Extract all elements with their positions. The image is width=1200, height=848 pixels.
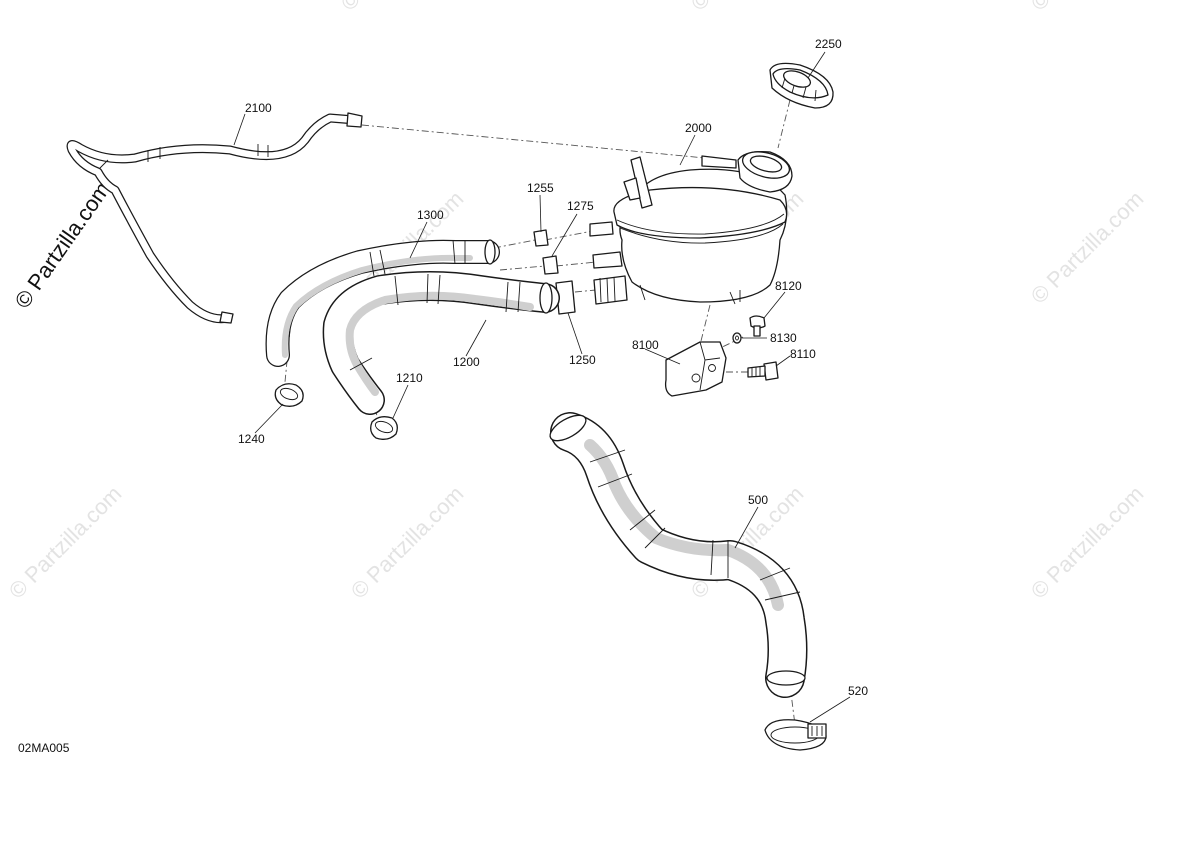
figure-id: 02MA005 [18, 741, 70, 755]
screw-8120[interactable] [749, 315, 766, 337]
callout-2250[interactable]: 2250 [815, 37, 842, 51]
watermark-tile: © Partzilla.com [1026, 481, 1149, 604]
callout-2100[interactable]: 2100 [245, 101, 272, 115]
clamp-520[interactable] [764, 719, 827, 751]
watermark-tile: © Partzilla.com [346, 481, 469, 604]
callout-1210[interactable]: 1210 [396, 371, 423, 385]
callout-8100[interactable]: 8100 [632, 338, 659, 352]
watermark-tile: © Partzilla.com [1026, 0, 1149, 16]
callout-1275[interactable]: 1275 [567, 199, 594, 213]
hose-1200[interactable] [322, 271, 560, 415]
hose-500[interactable] [546, 410, 808, 698]
callout-1200[interactable]: 1200 [453, 355, 480, 369]
callout-1250[interactable]: 1250 [569, 353, 596, 367]
vent-tube-2100[interactable] [66, 112, 363, 324]
clamp-1210[interactable] [370, 416, 398, 440]
clamp-1255[interactable] [533, 229, 549, 247]
coolant-reservoir-2000[interactable] [589, 147, 793, 305]
bolt-8110[interactable] [747, 361, 779, 381]
leader-lines [233, 51, 851, 723]
hose-1300[interactable] [265, 239, 500, 367]
watermark-tile: © Partzilla.com [336, 0, 459, 16]
watermark-tiles: © Partzilla.com © Partzilla.com © Partzi… [4, 0, 1149, 604]
washer-8130[interactable] [732, 332, 742, 344]
callout-520[interactable]: 520 [848, 684, 868, 698]
callout-1240[interactable]: 1240 [238, 432, 265, 446]
callout-labels: 2250 2100 2000 1255 1275 1300 8120 8130 … [238, 37, 868, 698]
callout-500[interactable]: 500 [748, 493, 768, 507]
watermark-tile: © Partzilla.com [686, 0, 809, 16]
callout-1300[interactable]: 1300 [417, 208, 444, 222]
watermark-tile: © Partzilla.com [4, 481, 127, 604]
callout-2000[interactable]: 2000 [685, 121, 712, 135]
callout-8120[interactable]: 8120 [775, 279, 802, 293]
callout-8110[interactable]: 8110 [790, 347, 816, 361]
callout-8130[interactable]: 8130 [770, 331, 797, 345]
callout-1255[interactable]: 1255 [527, 181, 554, 195]
reservoir-cap-2250[interactable] [769, 62, 834, 109]
clamp-1240[interactable] [274, 383, 304, 407]
partzilla-watermark: © Partzilla.com [10, 177, 116, 313]
bracket-8100[interactable] [664, 341, 727, 397]
clamp-1275[interactable] [542, 255, 559, 275]
watermark-tile: © Partzilla.com [1026, 186, 1149, 309]
